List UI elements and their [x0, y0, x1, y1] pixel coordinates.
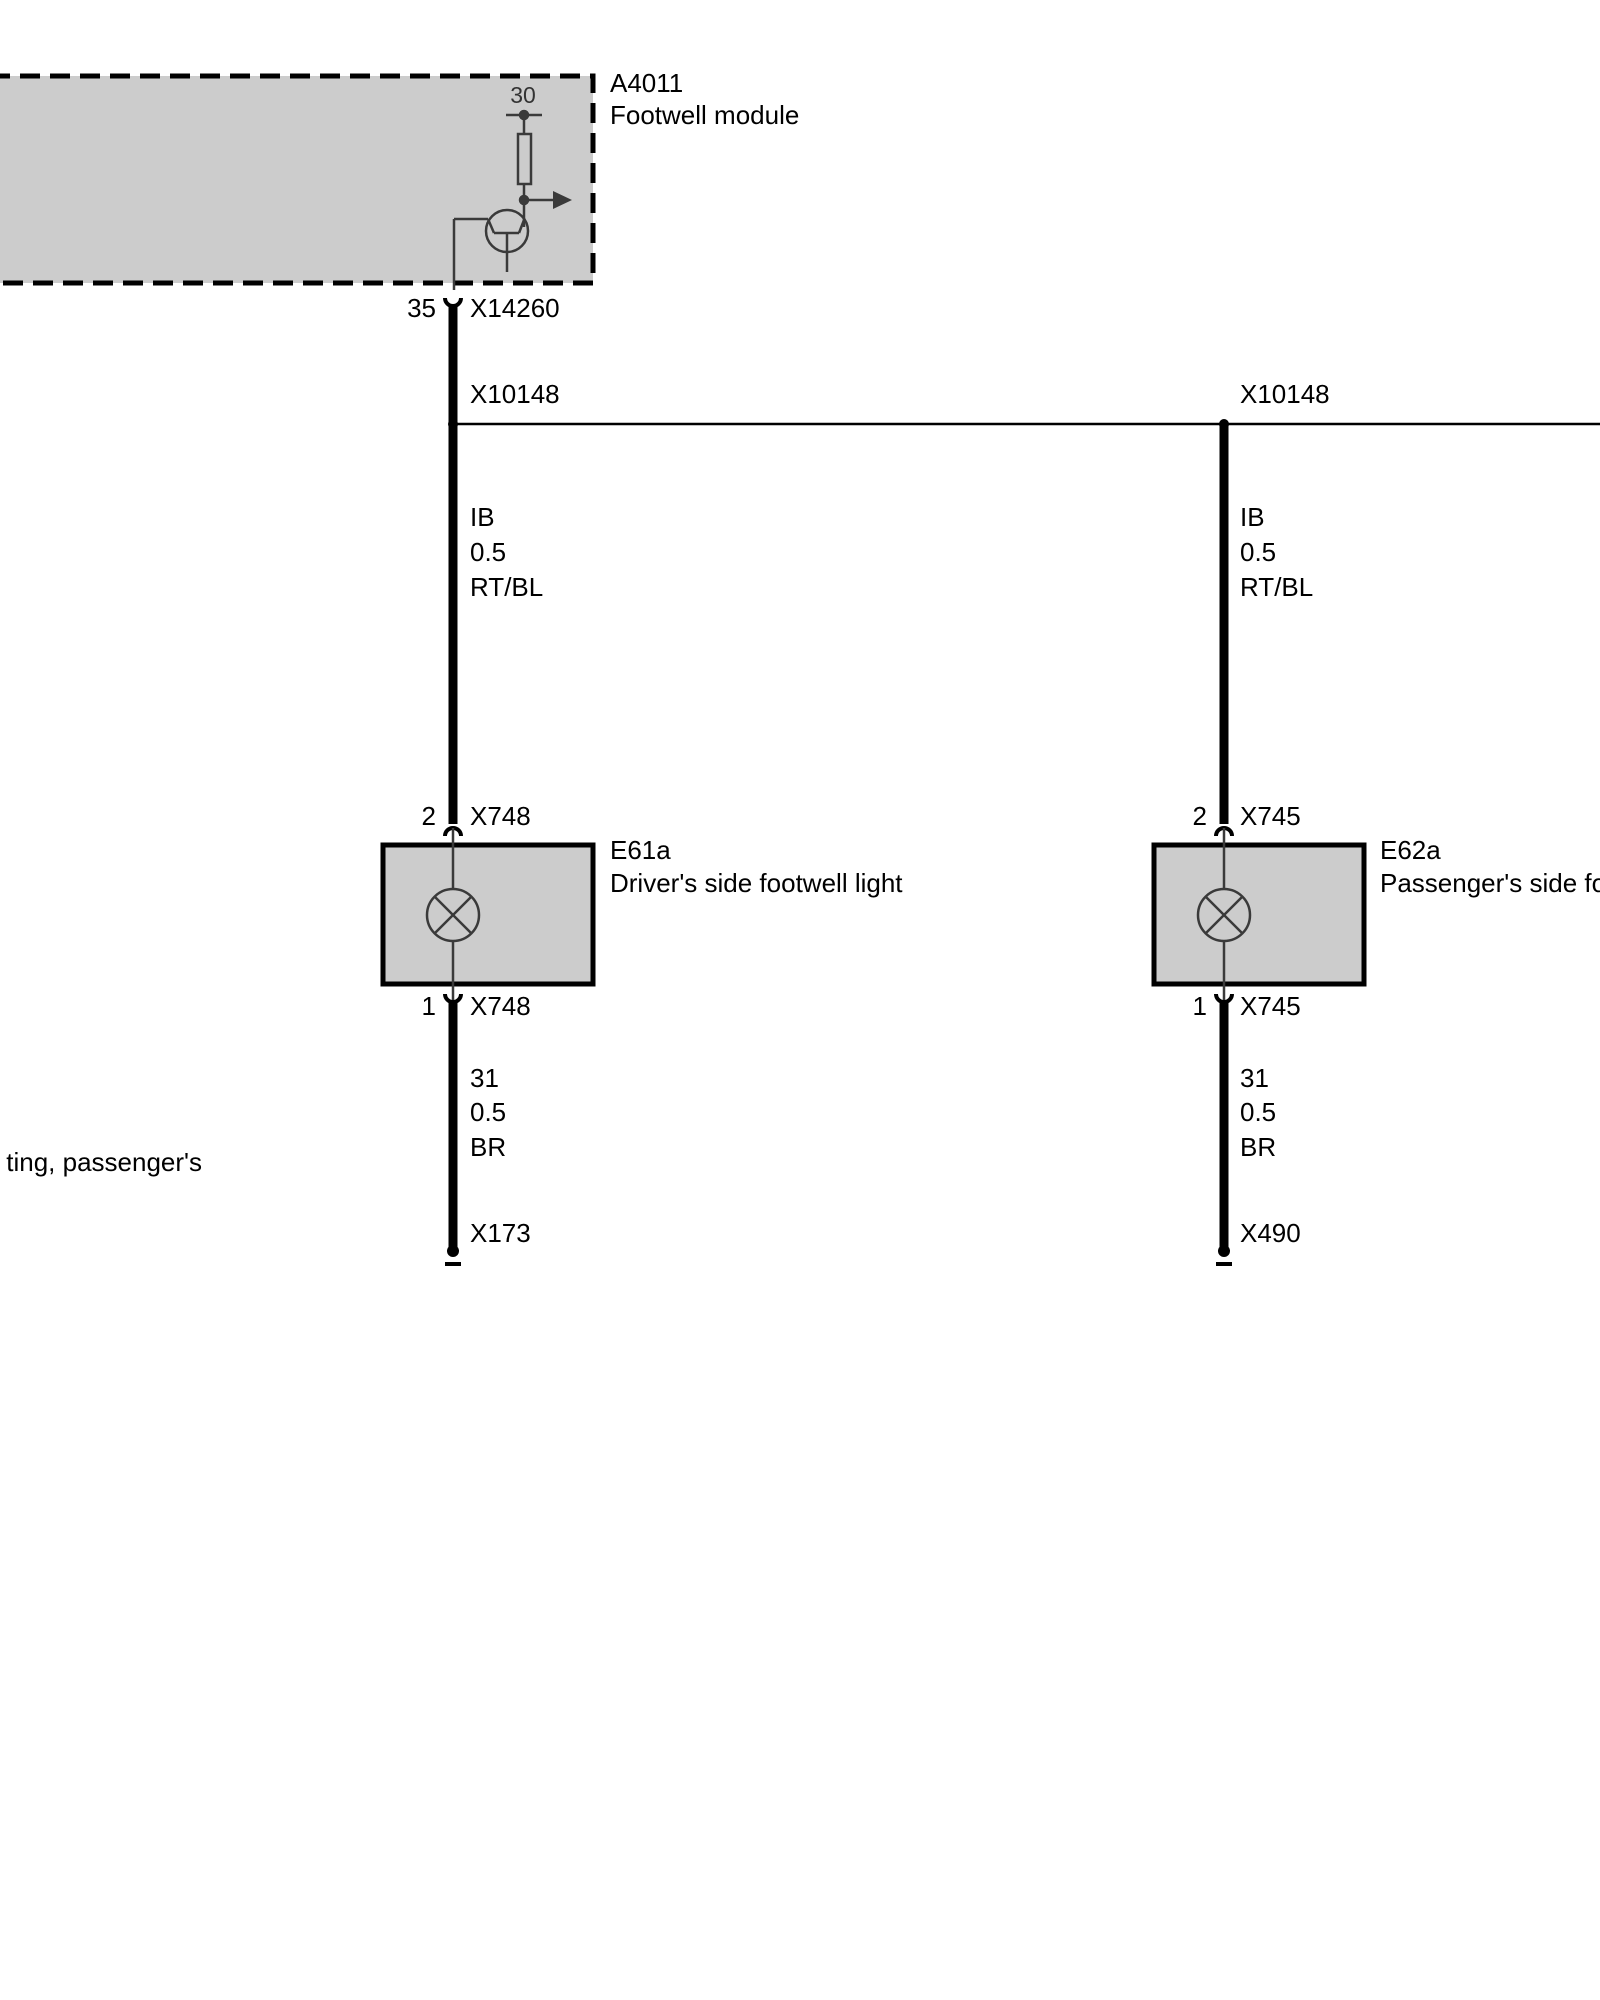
splice-dot-right: [1219, 419, 1229, 429]
lamp-pin-top: 2: [422, 801, 436, 831]
module-id: A4011: [610, 68, 683, 98]
lamp-icon: [1205, 896, 1243, 934]
lamp-pin-top: 2: [1193, 801, 1207, 831]
wire-size: 0.5: [1240, 537, 1276, 567]
module-connector: X14260: [470, 293, 560, 323]
right-wire[interactable]: [1214, 424, 1234, 1251]
module-pin: 35: [407, 293, 436, 323]
transistor-circuit-icon: [452, 109, 572, 290]
ground-label: X490: [1240, 1218, 1301, 1248]
lamp-conn-top: X748: [470, 801, 531, 831]
ground-icon: [1216, 1245, 1232, 1266]
splice-label-right: X10148: [1240, 379, 1330, 409]
terminal-30-label: 30: [510, 82, 536, 108]
ground-icon: [445, 1245, 461, 1266]
splice-label-left: X10148: [470, 379, 560, 409]
wire-size: 0.5: [470, 1097, 506, 1127]
lamp-id: E61a: [610, 835, 671, 865]
lamp-conn-bottom: X745: [1240, 991, 1301, 1021]
lamp-pin-bottom: 1: [1193, 991, 1207, 1021]
lamp-icon: [434, 896, 472, 934]
wire-size: 0.5: [470, 537, 506, 567]
wire-color: RT/BL: [1240, 572, 1313, 602]
lamp-name: Passenger's side footwell light: [1380, 868, 1600, 898]
wire-signal: 31: [470, 1063, 499, 1093]
wire-size: 0.5: [1240, 1097, 1276, 1127]
ground-label: X173: [470, 1218, 531, 1248]
lamp-conn-top: X745: [1240, 801, 1301, 831]
offpage-component-label: ting, passenger's: [6, 1147, 202, 1177]
wire-signal: IB: [470, 502, 495, 532]
wire-signal: IB: [1240, 502, 1265, 532]
module-name: Footwell module: [610, 100, 799, 130]
wire-color: RT/BL: [470, 572, 543, 602]
left-wire[interactable]: [443, 297, 463, 1251]
wire-color: BR: [470, 1132, 506, 1162]
lamp-e62a[interactable]: [1151, 828, 1367, 1000]
wire-color: BR: [1240, 1132, 1276, 1162]
lamp-name: Driver's side footwell light: [610, 868, 903, 898]
lamp-id: E62a: [1380, 835, 1441, 865]
lamp-conn-bottom: X748: [470, 991, 531, 1021]
lamp-e61a[interactable]: [380, 828, 596, 1000]
wire-signal: 31: [1240, 1063, 1269, 1093]
lamp-pin-bottom: 1: [422, 991, 436, 1021]
